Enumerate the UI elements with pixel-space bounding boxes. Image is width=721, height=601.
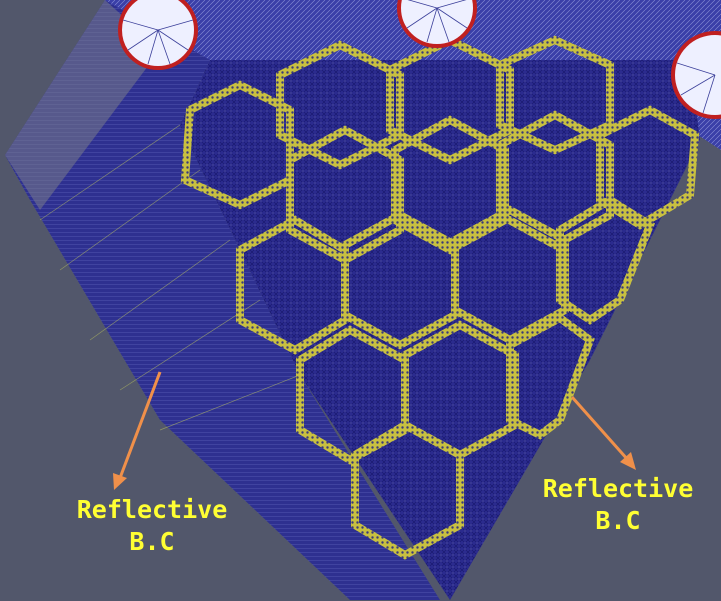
front-face bbox=[180, 60, 700, 600]
top-circle-a bbox=[397, 0, 477, 48]
label-right-line2: B.C bbox=[595, 506, 641, 535]
label-left-line2: B.C bbox=[129, 527, 175, 556]
label-left-line1: Reflective bbox=[76, 495, 228, 524]
top-circle-c bbox=[671, 31, 721, 119]
reflective-bc-label-right: Reflective B.C bbox=[528, 473, 708, 537]
hex-assemblies bbox=[180, 35, 700, 560]
arrow-left bbox=[113, 371, 162, 490]
label-right-line1: Reflective bbox=[542, 474, 694, 503]
left-side-shade bbox=[5, 0, 160, 210]
reflective-bc-label-left: Reflective B.C bbox=[62, 494, 242, 558]
arrow-right bbox=[570, 396, 636, 470]
top-circle-b bbox=[118, 0, 198, 70]
